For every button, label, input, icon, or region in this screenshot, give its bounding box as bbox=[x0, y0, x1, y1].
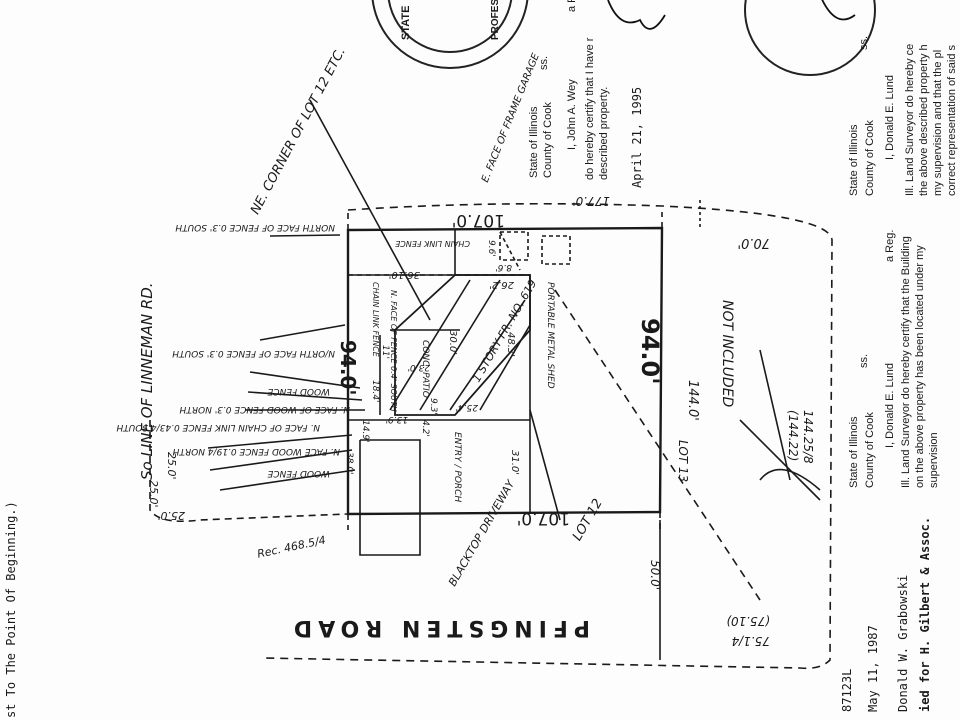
seal-state-text: STATE bbox=[400, 5, 412, 40]
prepared-for: ied for H. Gilbert & Assoc. bbox=[918, 516, 932, 712]
lund1-ss: ss. bbox=[858, 353, 870, 368]
survey-number: 87123L bbox=[840, 668, 854, 712]
dim-13: 13.9' bbox=[385, 414, 408, 424]
dim-177: 177.0' bbox=[572, 194, 610, 208]
n-face-chain-link: N. FACE OF CHAIN LINK FENCE 0.43/4 SOUTH bbox=[116, 422, 320, 432]
legal-description-line-1: st To The Point Of Beginning.) bbox=[4, 501, 18, 718]
entry-label: ENTRY / PORCH bbox=[452, 432, 462, 503]
surveyor-name: Donald W. Grabowski bbox=[896, 574, 910, 712]
lund2-county: County of Cook bbox=[864, 120, 876, 196]
north-face-fence-top: NORTH FACE OF FENCE 0.3' SOUTH bbox=[175, 222, 335, 232]
dim-11: 11' bbox=[380, 345, 390, 359]
dim-top: 107.0' bbox=[451, 210, 505, 230]
lund2-text4: correct representation of said s bbox=[946, 44, 958, 196]
dim-left: 94.0' bbox=[336, 340, 360, 396]
cert95-date: April 21, 1995 bbox=[630, 86, 644, 188]
wood-fence-2: WOOD FENCE bbox=[267, 386, 330, 396]
lund2-text1: Ill. Land Surveyor do hereby ce bbox=[904, 43, 916, 196]
north-face-fence: N/ORTH FACE OF FENCE 0.3' SOUTH bbox=[172, 348, 335, 358]
n-face-wood-fence-2: N. FACE OF WOOD FENCE 0.3' NORTH bbox=[179, 404, 350, 414]
dim-right: 94.0' bbox=[636, 318, 664, 385]
dim-30: 30.0' bbox=[447, 330, 458, 356]
dim-4-2: 4.2' bbox=[420, 420, 430, 437]
chain-fence-label: CHAIN LINK FENCE bbox=[395, 239, 470, 248]
dim-18: 18.4' bbox=[370, 380, 380, 403]
dim-36: 36.10' bbox=[388, 269, 420, 280]
seal-professional-text: PROFESSION bbox=[490, 0, 501, 40]
cert95-text2: described property. bbox=[598, 86, 610, 180]
dim-75: (75.10) bbox=[726, 614, 770, 628]
cert95-name: I, John A. Wey bbox=[566, 79, 578, 150]
dim-31: 31.0' bbox=[509, 450, 520, 476]
road-name: PFINGSTEN ROAD bbox=[287, 615, 590, 640]
dim-25c: 25.0' bbox=[165, 452, 178, 480]
dim-14: 14.9' bbox=[360, 420, 370, 443]
lund1-text3: supervision bbox=[928, 432, 940, 488]
cert95-state: State of Illinois bbox=[528, 106, 540, 178]
cert95-text: do hereby certify that I have r bbox=[584, 37, 596, 180]
cert95-name-suffix: a Re bbox=[566, 0, 578, 12]
lund1-name-suffix: a Reg. bbox=[884, 229, 896, 262]
lund1-county: County of Cook bbox=[864, 412, 876, 488]
n-face-wood-fence: N. FACE WOOD FENCE 0.19/4 NORTH bbox=[172, 446, 340, 456]
dim-bottom: 107.0' bbox=[516, 508, 570, 528]
lund2-name: I, Donald E. Lund bbox=[884, 74, 896, 160]
portable-metal-shed: PORTABLE METAL SHED bbox=[545, 282, 555, 389]
lund1-text1: Ill. Land Surveyor do hereby certify tha… bbox=[900, 236, 912, 488]
dim-50: 50.0' bbox=[648, 560, 662, 591]
dim-25b: 25.0' bbox=[157, 509, 185, 522]
dim-25-4: 25.4' bbox=[455, 402, 478, 412]
lund2-ss: ss. bbox=[858, 35, 870, 50]
dim-48: 48.3' bbox=[505, 332, 516, 358]
dim-25: 25.0' bbox=[147, 480, 160, 508]
lund2-state: State of Illinois bbox=[848, 124, 860, 196]
dim-38: 38.0' bbox=[344, 452, 354, 475]
dim-75b: 75.1/4 bbox=[731, 634, 770, 648]
dim-70: 70.0' bbox=[737, 235, 770, 250]
dim-144-22: (144.22) bbox=[786, 410, 800, 462]
dim-144-25: 144.25/8 bbox=[801, 410, 815, 464]
lund1-name: I, Donald E. Lund bbox=[884, 362, 896, 448]
cert95-county: County of Cook bbox=[542, 102, 554, 178]
not-included-label: NOT INCLUDED bbox=[719, 300, 735, 408]
dim-9-3: 9.3' bbox=[428, 398, 438, 415]
chain-link-fence-label: CHAIN LINK FENCE bbox=[371, 282, 380, 357]
lot-13-label: LOT 13 bbox=[676, 440, 690, 483]
wood-fence-1: WOOD FENCE bbox=[267, 468, 330, 478]
lund1-text2: on the above property has been located u… bbox=[914, 245, 926, 488]
dim-26: 26.2' bbox=[488, 279, 514, 290]
lund2-text2: the above described property h bbox=[918, 44, 930, 196]
lund1-state: State of Illinois bbox=[848, 416, 860, 488]
dim-23: 23.0' bbox=[407, 362, 430, 372]
survey-date: May 11, 1987 bbox=[866, 625, 880, 712]
dim-8-6: 8.6' bbox=[495, 262, 512, 272]
lund2-text3: my supervision and that the pl bbox=[932, 49, 944, 196]
n-face-fence-south: N. FACE OF FENCE 0.4' SOUTH bbox=[389, 290, 398, 412]
dim-9-6: 9.6' bbox=[486, 240, 496, 257]
dim-144: 144.0' bbox=[685, 380, 700, 421]
south-line-linneman: So LINE OF LINNEMAN RD. bbox=[138, 282, 156, 480]
